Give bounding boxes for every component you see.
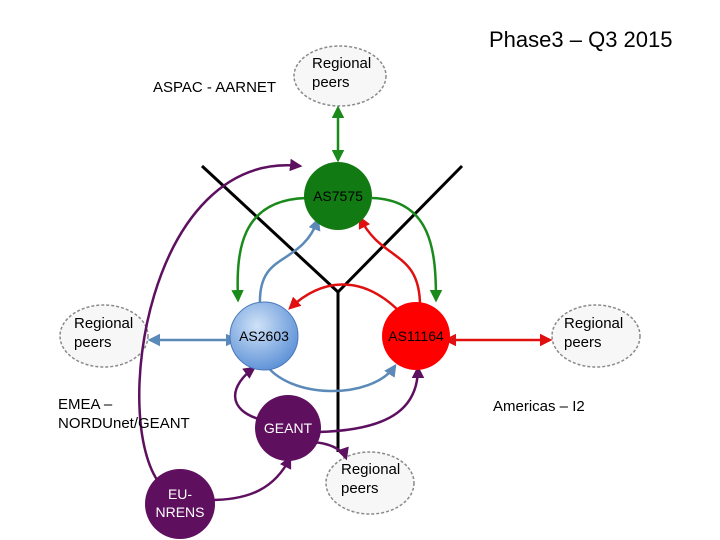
node-as7575[interactable] bbox=[304, 162, 372, 230]
green-links bbox=[231, 105, 443, 303]
cloud-bottom bbox=[325, 451, 415, 515]
cloud-bottom-label: Regional peers bbox=[341, 461, 401, 497]
link-geant-as11164 bbox=[317, 365, 425, 434]
divider-left-arm bbox=[200, 164, 340, 294]
link-as11164-as7575 bbox=[358, 215, 422, 307]
node-eunrens-label: EU- NRENS bbox=[155, 486, 205, 520]
node-eunrens[interactable] bbox=[145, 469, 215, 539]
cloud-top-label: Regional peers bbox=[312, 55, 372, 91]
link-as2603-as11164 bbox=[262, 361, 397, 393]
region-label-aspac: ASPAC - AARNET bbox=[153, 79, 277, 96]
link-as2603-as7575 bbox=[258, 217, 321, 306]
link-eunrens-geant bbox=[209, 455, 292, 502]
page-title: Phase3 – Q3 2015 bbox=[489, 27, 673, 52]
link-eunrens-as7575 bbox=[138, 158, 303, 485]
cloud-right bbox=[551, 304, 641, 368]
link-as11164-as2603 bbox=[288, 283, 401, 313]
node-geant-label: GEANT bbox=[263, 420, 313, 436]
blue-links bbox=[147, 217, 397, 393]
cloud-right-label: Regional peers bbox=[564, 315, 624, 351]
region-label-americas: Americas – I2 bbox=[493, 398, 585, 415]
divider-right-arm bbox=[336, 164, 464, 294]
node-as11164[interactable] bbox=[382, 302, 450, 370]
node-as2603-label: AS2603 bbox=[239, 328, 289, 344]
node-as2603[interactable] bbox=[229, 301, 299, 371]
region-label-emea: EMEA – NORDUnet/GEANT bbox=[58, 396, 190, 432]
link-as7575-as11164 bbox=[371, 196, 443, 303]
link-as7575-as2603 bbox=[231, 196, 307, 303]
region-dividers bbox=[200, 164, 464, 452]
link-geant-as2603 bbox=[233, 366, 263, 422]
node-as11164-label: AS11164 bbox=[388, 328, 444, 344]
red-links bbox=[288, 215, 553, 347]
node-as7575-label: AS7575 bbox=[313, 188, 363, 204]
node-geant[interactable] bbox=[255, 395, 321, 461]
cloud-left-label: Regional peers bbox=[74, 315, 134, 351]
